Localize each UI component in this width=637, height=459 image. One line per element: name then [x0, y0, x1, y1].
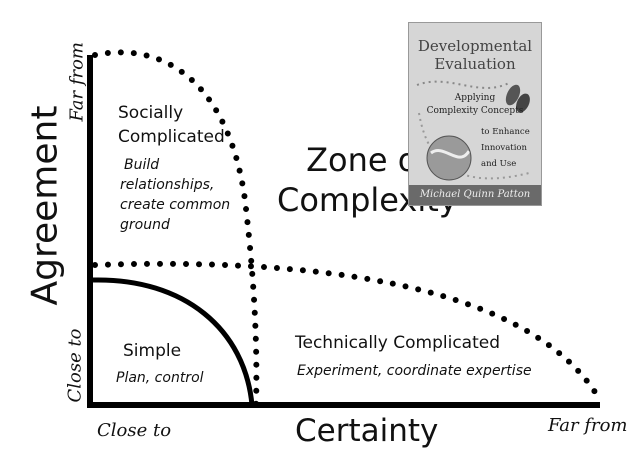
book-subtitle-line3: to Enhance	[481, 127, 530, 137]
x-axis-label: Certainty	[295, 413, 439, 449]
socially-complicated-title-line1: Socially	[118, 103, 184, 123]
x-axis-close-label: Close to	[97, 420, 172, 441]
sc-sub-line3: create common	[120, 197, 231, 213]
book-subtitle-line4: Innovation	[481, 143, 528, 153]
book-title-line1: Developmental	[417, 37, 533, 55]
technically-complicated-subtitle: Experiment, coordinate expertise	[297, 363, 532, 379]
socially-complicated-title-line2: Complicated	[118, 127, 225, 147]
book-cover-image: Developmental Evaluation Applying Comple…	[408, 22, 542, 206]
socially-complicated-title: Socially Complicated	[118, 101, 225, 149]
socially-complicated-subtitle: Build relationships, create common groun…	[120, 155, 230, 235]
sc-sub-line4: ground	[120, 217, 170, 233]
x-axis-far-label: Far from	[548, 415, 628, 436]
book-dotted-swirl-2	[418, 112, 530, 180]
book-dotted-swirl	[416, 80, 510, 89]
book-author: Michael Quinn Patton	[409, 185, 541, 205]
sc-sub-line2: relationships,	[120, 177, 215, 193]
sc-sub-line1: Build	[124, 157, 160, 173]
book-subtitle-line1: Applying	[454, 93, 496, 103]
socially-complicated-boundary	[92, 49, 260, 408]
butterfly-icon	[505, 84, 530, 113]
simple-subtitle: Plan, control	[116, 370, 204, 386]
technically-complicated-boundary	[92, 260, 598, 395]
y-axis-close-label: Close to	[64, 328, 86, 403]
book-art	[416, 80, 530, 181]
book-subtitle-line5: and Use	[481, 159, 517, 169]
globe-icon	[426, 135, 472, 181]
simple-title: Simple	[123, 341, 182, 361]
simple-boundary-curve	[92, 277, 255, 406]
y-axis-label: Agreement	[24, 105, 66, 306]
technically-complicated-title: Technically Complicated	[295, 333, 500, 353]
y-axis-far-label: Far from	[66, 42, 88, 122]
book-subtitle-line2: Complexity Concepts	[426, 106, 524, 116]
book-title-line2: Evaluation	[434, 55, 516, 73]
